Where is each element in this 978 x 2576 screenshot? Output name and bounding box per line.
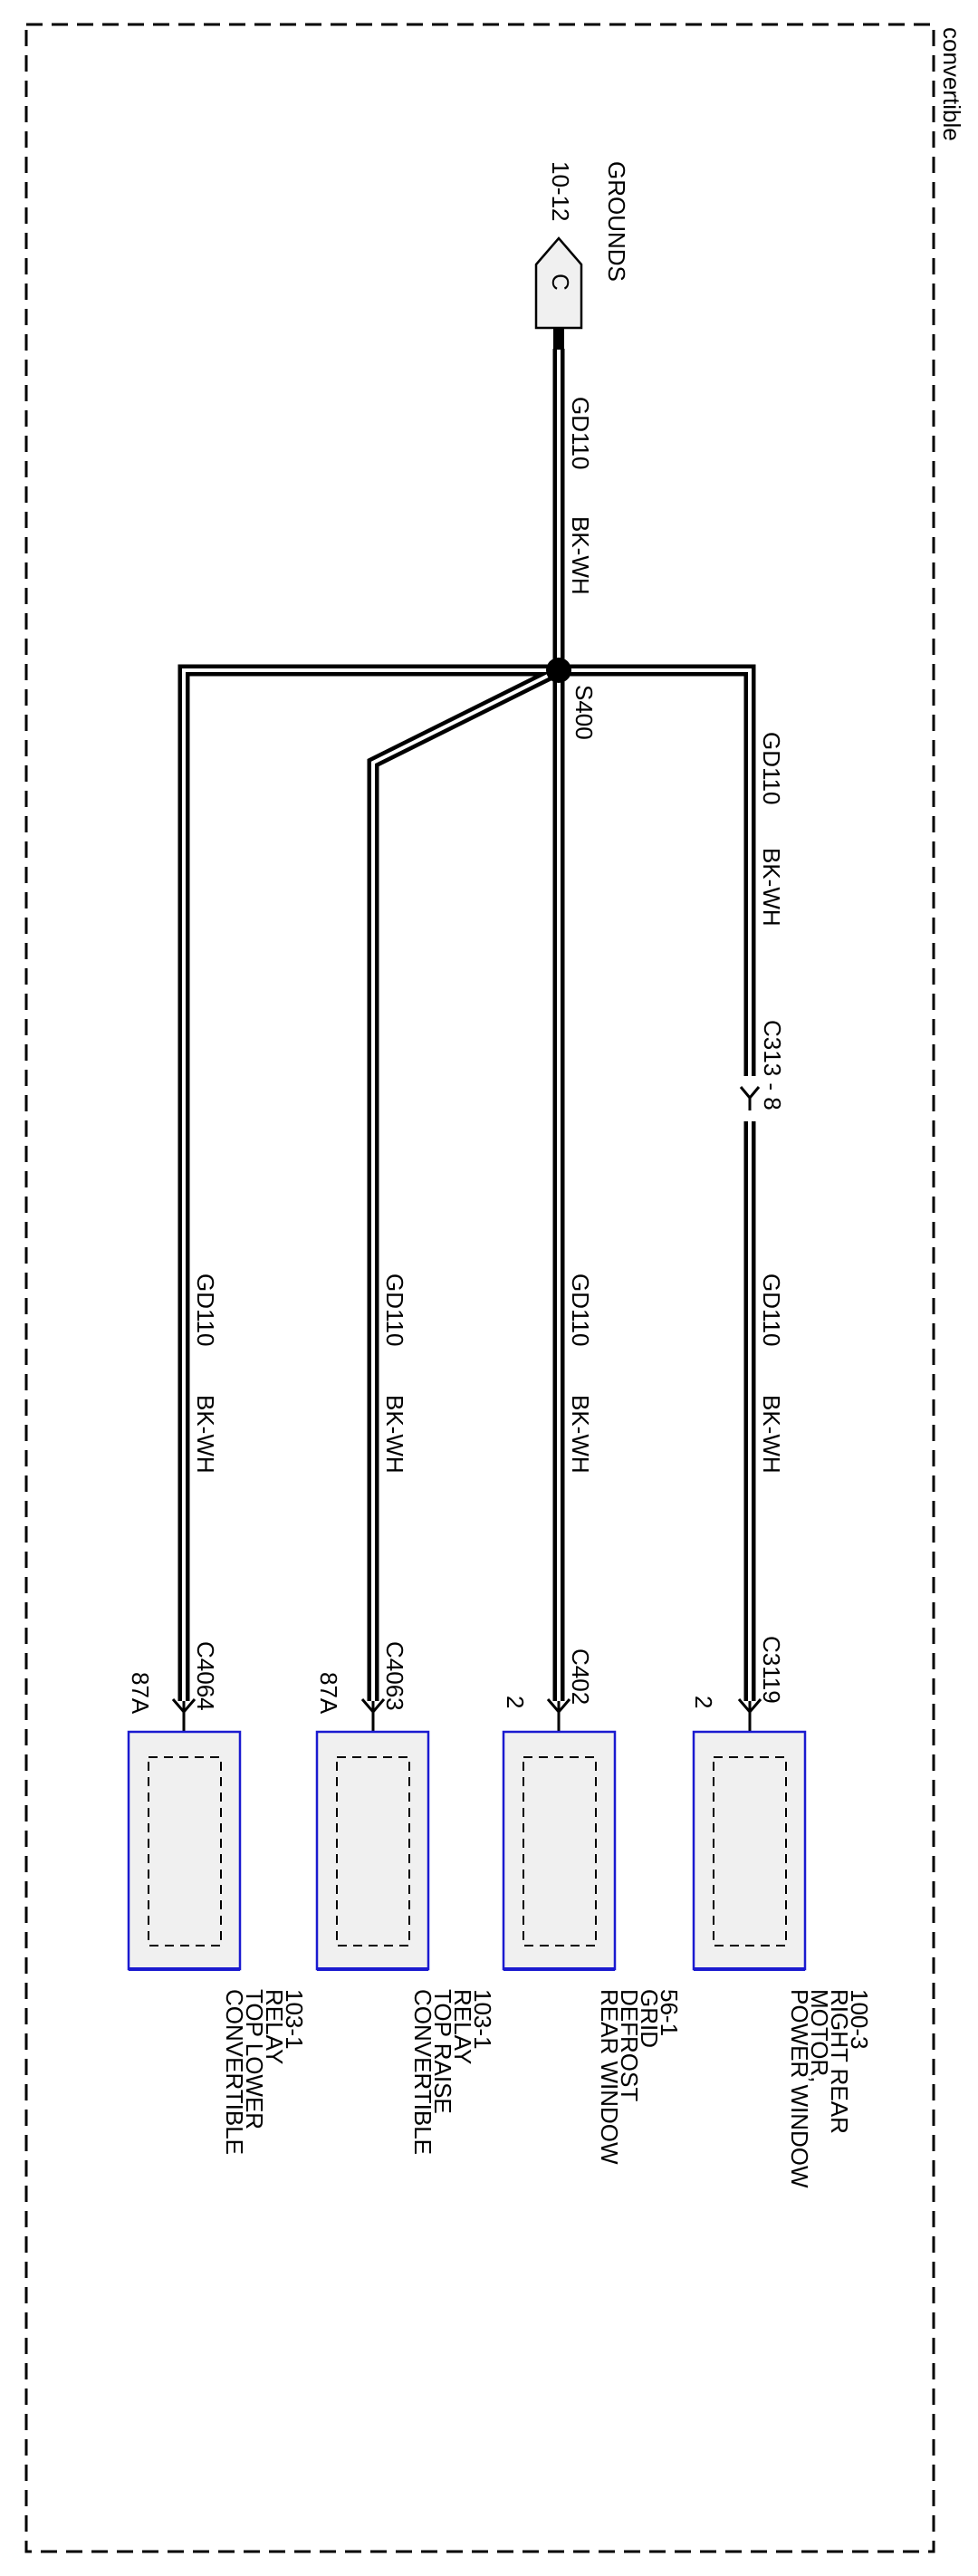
connector-label: C4064 (192, 1641, 219, 1711)
pin-label: 2 (502, 1696, 529, 1708)
branch-rear-window-defrost: GD110 BK-WH C402 2 REAR WINDOW DEFROST G… (502, 1274, 683, 2171)
ground-title: GROUNDS (603, 161, 630, 282)
wire-color-label: BK-WH (758, 848, 785, 927)
wire-circuit-label: GD110 (758, 732, 785, 804)
wire-color-label: BK-WH (192, 1395, 219, 1474)
pin-label: 87A (127, 1672, 154, 1715)
wire-color-label: BK-WH (567, 1395, 594, 1474)
component-box (692, 1730, 807, 1971)
component-box (502, 1730, 617, 1971)
pin-label: 87A (315, 1672, 342, 1715)
main-wire-circuit: GD110 (567, 397, 594, 469)
component-label: CONVERTIBLE TOP LOWER RELAY 103-1 (221, 1989, 308, 2161)
ground-connector: C (534, 236, 583, 350)
wire-circuit-label: GD110 (758, 1274, 785, 1346)
branch-convertible-top-raise: GD110 BK-WH C4063 87A CONVERTIBLE TOP RA… (315, 1274, 496, 2161)
connector-label: C3119 (758, 1636, 785, 1704)
wire-color-label: BK-WH (758, 1395, 785, 1474)
branch-convertible-top-lower: GD110 BK-WH C4064 87A CONVERTIBLE TOP LO… (127, 1274, 308, 2161)
splice-dot (546, 658, 571, 683)
wire-color-label: BK-WH (381, 1395, 408, 1474)
connector-label: C4063 (381, 1641, 408, 1711)
wire-circuit-label: GD110 (381, 1274, 408, 1346)
component-label: REAR WINDOW DEFROST GRID 56-1 (596, 1989, 683, 2171)
component-box (315, 1730, 430, 1971)
component-label: POWER WINDOW MOTOR, RIGHT REAR 100-3 (786, 1989, 873, 2195)
pin-label: 2 (690, 1696, 717, 1708)
connector-pin-symbol (171, 1698, 197, 1732)
inline-connector-label: C313 - 8 (759, 1020, 786, 1110)
wire-circuit-label: GD110 (567, 1274, 594, 1346)
component-box (127, 1730, 242, 1971)
ground-page-ref: 10-12 (547, 161, 574, 222)
region-border (24, 23, 935, 2553)
region-label: convertible (938, 27, 965, 141)
branch-power-window-motor: GD110 BK-WH GD110 BK-WH C3119 2 POWER WI… (690, 732, 873, 2195)
wire-harness (177, 349, 756, 1701)
inline-connector-c313 (739, 1086, 761, 1110)
wire-circuit-label: GD110 (192, 1274, 219, 1346)
main-wire-color: BK-WH (567, 516, 594, 595)
connector-label: C402 (567, 1648, 594, 1705)
connector-pin-symbol (546, 1698, 571, 1732)
splice-label: S400 (570, 685, 598, 740)
component-label: CONVERTIBLE TOP RAISE RELAY 103-1 (409, 1989, 496, 2161)
ground-connector-letter: C (547, 274, 574, 291)
connector-pin-symbol (737, 1698, 762, 1732)
connector-pin-symbol (360, 1698, 386, 1732)
